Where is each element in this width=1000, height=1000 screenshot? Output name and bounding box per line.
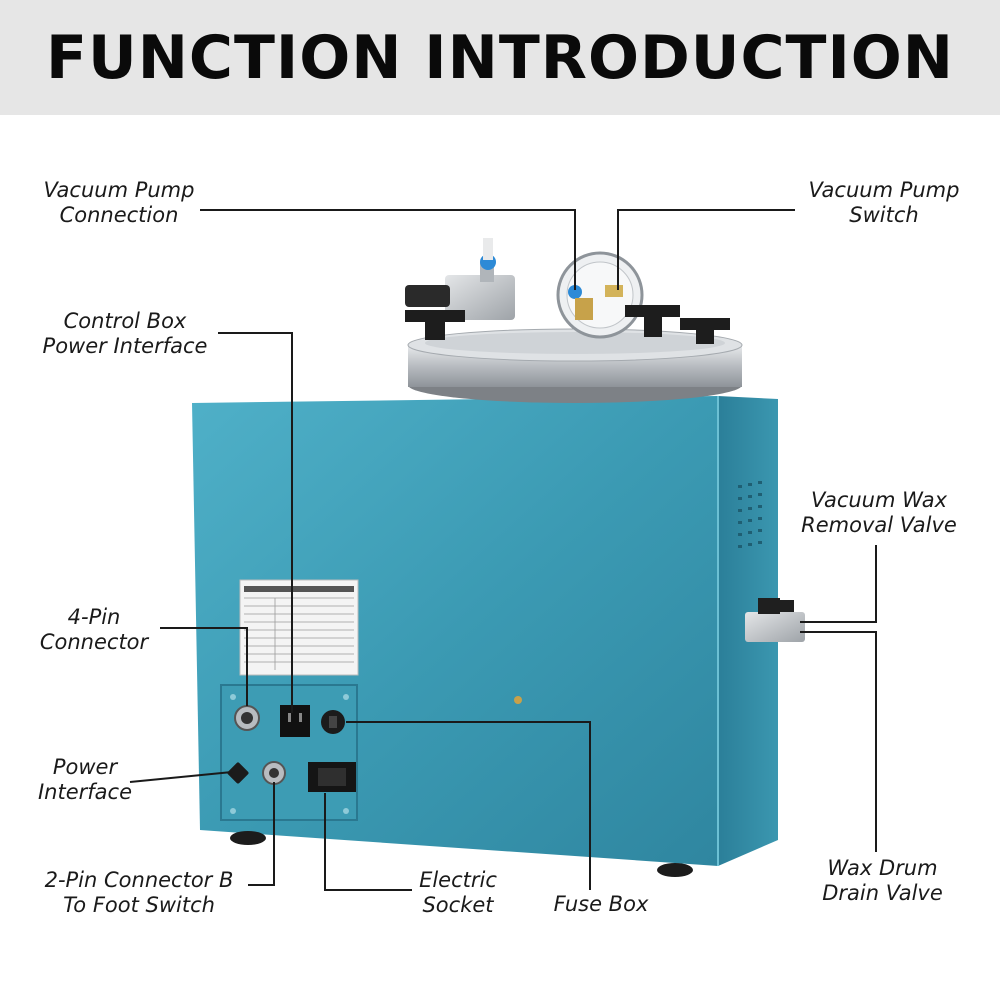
- side-vents: [738, 481, 762, 548]
- power-interface-label: Power Interface: [37, 755, 133, 804]
- lid-knobs: [405, 305, 730, 344]
- lid-assembly: [405, 238, 743, 403]
- pump-fitting: [568, 285, 582, 299]
- foot: [657, 863, 693, 877]
- control-box-outlet: [280, 705, 310, 737]
- vacuum-pump-switch-label: Vacuum Pump Switch: [808, 178, 960, 227]
- foot: [230, 831, 266, 845]
- nameplate: [239, 579, 359, 676]
- electric-socket-label: Electric Socket: [419, 868, 497, 917]
- valve-block: [445, 275, 515, 320]
- control-panel: [220, 684, 358, 821]
- brass-valve: [575, 298, 593, 320]
- drain-valve: [745, 598, 805, 642]
- screw: [514, 696, 522, 704]
- two-pin-connector-label: 2-Pin Connector B To Foot Switch: [44, 868, 234, 917]
- control-box-power-interface-label: Control Box Power Interface: [42, 309, 208, 358]
- page-title: FUNCTION INTRODUCTION: [45, 23, 955, 93]
- four-pin-connector-label: 4-Pin Connector: [39, 605, 149, 654]
- wax-drum-drain-valve-label: Wax Drum Drain Valve: [822, 856, 943, 905]
- leader-lines: [129, 209, 877, 891]
- fuse-box-label: Fuse Box: [553, 892, 649, 916]
- vacuum-wax-removal-valve-label: Vacuum Wax Removal Valve: [801, 488, 957, 537]
- vacuum-pump-connection-label: Vacuum Pump Connection: [43, 178, 195, 227]
- power-interface: [227, 762, 249, 784]
- title-banner: FUNCTION INTRODUCTION: [0, 0, 1000, 115]
